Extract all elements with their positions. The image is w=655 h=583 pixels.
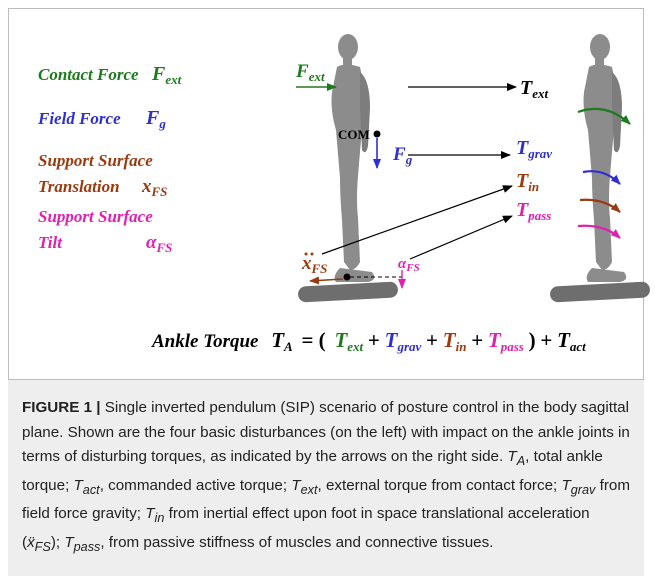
right-support-board: [550, 281, 650, 303]
right-standing-figure: [583, 34, 627, 282]
com-dot: [373, 130, 381, 138]
figure-panel: [8, 8, 644, 380]
figure-diagram: Contact Force Fext Field Force Fg Suppor…: [37, 34, 650, 356]
caption-lead: FIGURE 1 |: [22, 399, 101, 416]
legend-support-tilt-2: Tilt αFS: [38, 232, 172, 255]
xfs-label: xFS: [301, 253, 327, 276]
arrow-to-tin: [321, 185, 513, 255]
com-label: COM: [338, 127, 370, 142]
text-torque-arc: [577, 107, 631, 125]
xfs-arrow: [309, 276, 344, 285]
legend-field-force: Field Force Fg: [37, 107, 166, 131]
tin-torque-arc: [579, 198, 621, 213]
legend-support-translation-2: Translation xFS: [38, 176, 167, 199]
tpass-label: Tpass: [516, 199, 551, 223]
left-standing-figure: [331, 34, 375, 282]
tgrav-torque-arc: [582, 170, 621, 185]
alpha-label: αFS: [398, 256, 420, 274]
tin-label: Tin: [516, 170, 539, 194]
legend-support-tilt-1: Support Surface: [38, 207, 153, 226]
figure-caption: FIGURE 1 | Single inverted pendulum (SIP…: [22, 399, 630, 554]
text-label: Text: [520, 77, 548, 101]
legend-support-translation-1: Support Surface: [38, 151, 153, 170]
legend-contact-force: Contact Force Fext: [38, 63, 182, 87]
tgrav-label: Tgrav: [516, 137, 552, 161]
ankle-dot: [343, 273, 351, 281]
arrow-to-tpass: [409, 215, 513, 260]
fg-label: Fg: [392, 144, 413, 167]
fext-label: Fext: [295, 61, 325, 84]
caption-panel: FIGURE 1 | Single inverted pendulum (SIP…: [8, 380, 644, 576]
tpass-torque-arc: [577, 224, 621, 239]
ankle-torque-equation: Ankle Torque TA = ( Text + Tgrav + Tin +…: [151, 328, 586, 356]
left-support-board: [298, 281, 398, 303]
